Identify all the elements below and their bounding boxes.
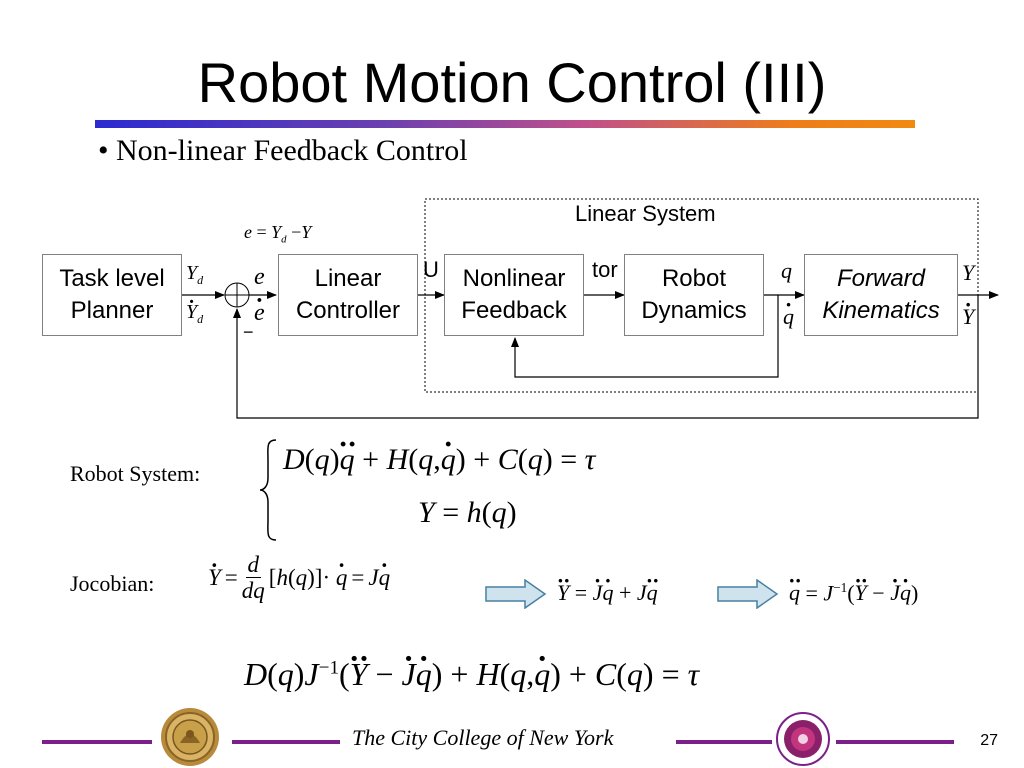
jacobian-equation: Y = ddq [h(q)]· q = Jq [208,552,390,604]
implies-arrow-2 [717,579,779,609]
signal-q-dot: q [783,304,794,330]
linear-controller-block: Linear Controller [278,254,418,336]
wire-inner-feedback [511,295,779,378]
footer-line-center-right [676,740,772,744]
ccny-seal-logo [161,708,219,766]
joint-acceleration-equation: q = J−1(Y − Jq) [789,580,918,606]
signal-yd: Yd [186,262,204,287]
linear-system-label: Linear System [575,201,716,226]
brace [259,439,277,541]
implies-arrow-1 [485,579,547,609]
feedback-minus-sign: − [243,322,254,342]
footer-institution: The City College of New York [352,725,614,750]
slide-title: Robot Motion Control (III) [197,51,827,114]
signal-yd-dot: Yd [186,301,203,327]
footer-line-center-left [232,740,340,744]
signal-u: U [423,257,439,282]
nonlinear-feedback-block: Nonlinear Feedback [444,254,584,336]
task-level-planner-block: Task level Planner [42,254,182,336]
signal-e-dot: e [254,300,265,327]
title-underline [95,120,915,128]
page-number: 27 [980,732,998,749]
footer-line-left [42,740,152,744]
dynamics-equation: D(q)q + H(q,q) + C(q) = τ [283,443,595,477]
acceleration-equation: Y = Jq + Jq [557,580,658,606]
output-equation: Y = h(q) [418,496,517,529]
signal-y: Y [962,260,975,285]
jacobian-label: Jocobian: [70,571,155,596]
bullet-point: • Non-linear Feedback Control [98,134,468,167]
signal-y-dot: Y [962,304,974,330]
closed-loop-equation: D(q)J−1(Y − Jq) + H(q,q) + C(q) = τ [244,656,699,693]
footer-line-right [836,740,954,744]
robot-system-label: Robot System: [70,461,201,486]
ccny-robotics-lab-logo [776,712,830,766]
signal-tor: tor [592,257,618,282]
signal-q: q [781,258,792,283]
forward-kinematics-block: Forward Kinematics [804,254,958,336]
signal-e: e [254,264,265,290]
wire-outer-feedback [233,295,979,419]
error-equation: e = Yd −Y [244,222,312,246]
robot-dynamics-block: Robot Dynamics [624,254,764,336]
